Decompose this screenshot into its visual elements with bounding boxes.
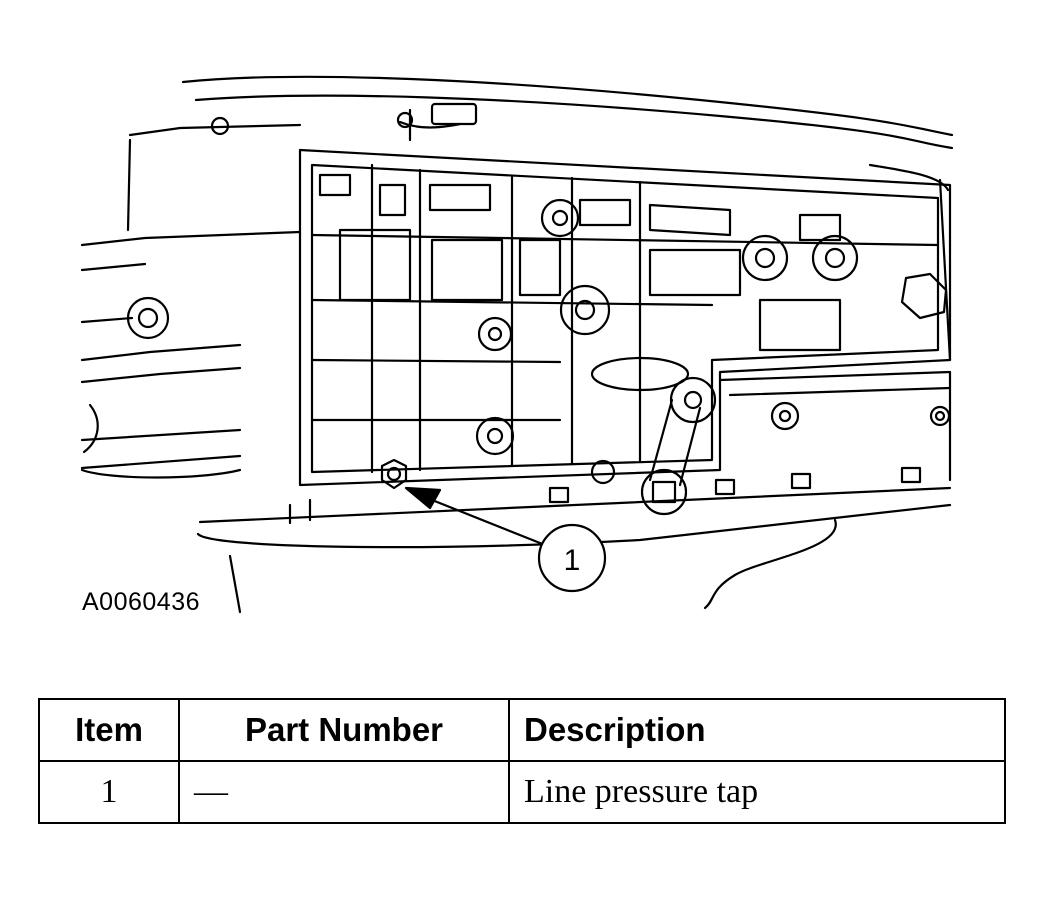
manual-lever	[590, 356, 717, 516]
header-description: Description	[508, 698, 1006, 762]
callout-1: 1	[537, 523, 607, 593]
cell-item: 1	[38, 760, 180, 824]
housing-top-edge	[128, 75, 954, 150]
figure-id-label: A0060436	[82, 588, 201, 616]
parts-table: Item Part Number Description 1 — Line pr…	[38, 698, 1006, 824]
transmission-line-drawing: 1	[80, 75, 954, 614]
bolt-bosses	[126, 111, 951, 485]
line-pressure-tap	[380, 458, 408, 490]
electrical-connector	[398, 102, 478, 142]
hex-plug	[900, 272, 948, 320]
rear-housing	[718, 163, 952, 482]
header-part-number: Part Number	[178, 698, 510, 762]
header-item: Item	[38, 698, 180, 762]
parts-table-header-row: Item Part Number Description	[38, 698, 1006, 762]
valve-body-frame	[298, 148, 952, 487]
oil-pan	[80, 466, 952, 614]
case-left-lines	[80, 138, 302, 470]
callout-number: 1	[564, 544, 581, 577]
callout-leader	[404, 486, 547, 547]
cell-part-number: —	[178, 760, 510, 824]
cell-description: Line pressure tap	[508, 760, 1006, 824]
table-row: 1 — Line pressure tap	[38, 760, 1006, 824]
